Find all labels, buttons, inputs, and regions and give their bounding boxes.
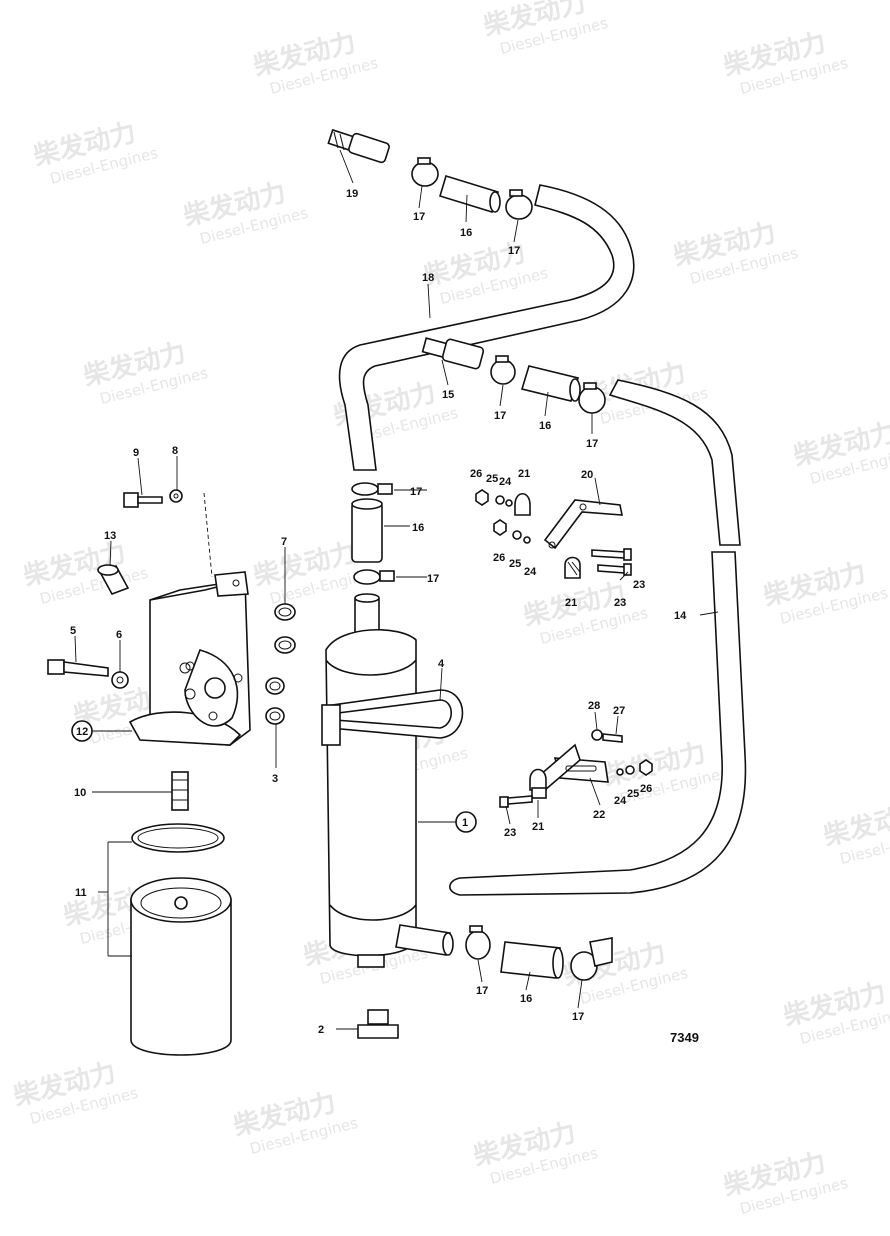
callout-circle-12: [71, 720, 93, 742]
hose-clamp-17: [570, 937, 613, 981]
callout-1: 1: [462, 817, 468, 829]
callout-17: 17: [586, 438, 598, 450]
callout-26: 26: [493, 552, 505, 564]
callout-3: 3: [272, 773, 278, 785]
drawing-number: 7349: [670, 1030, 699, 1045]
callout-24: 24: [614, 795, 627, 807]
hose-16: [500, 941, 564, 979]
outlet-pipe: [395, 924, 454, 956]
nuts-washers-24-25-26: [475, 489, 531, 544]
hose-16: [520, 365, 581, 402]
callout-2: 2: [318, 1024, 324, 1036]
callout-17: 17: [572, 1011, 584, 1023]
callout-15: 15: [442, 389, 454, 401]
callout-17: 17: [508, 245, 520, 257]
washer-6: [111, 671, 129, 689]
callout-20: 20: [581, 469, 593, 481]
parts-drawing: [47, 128, 747, 1056]
screw-9: [123, 492, 163, 508]
hose-clamp-17: [411, 157, 439, 187]
bolt-23: [499, 795, 533, 808]
hose-16: [351, 498, 383, 563]
callout-27: 27: [613, 705, 625, 717]
callout-16: 16: [520, 993, 532, 1005]
callout-16: 16: [412, 522, 424, 534]
callout-25: 25: [627, 788, 639, 800]
clip-21: [529, 768, 547, 799]
callout-19: 19: [346, 188, 358, 200]
callout-23: 23: [633, 579, 645, 591]
callout-17: 17: [427, 573, 439, 585]
bracket-20: [543, 499, 623, 550]
callout-16: 16: [539, 420, 551, 432]
nipple-10: [171, 771, 189, 811]
clamp-band-4: [321, 689, 464, 746]
hose-clamp-17: [353, 569, 395, 585]
hose-clamp-17: [490, 355, 516, 385]
callout-18: 18: [422, 272, 434, 284]
callout-17: 17: [410, 486, 422, 498]
callout-9: 9: [133, 447, 139, 459]
callout-17: 17: [494, 410, 506, 422]
callout-24: 24: [499, 476, 512, 488]
callout-10: 10: [74, 787, 86, 799]
callout-17: 17: [476, 985, 488, 997]
callout-circle-1: [455, 811, 477, 833]
hose-clamp-17: [505, 189, 533, 220]
plug-13: [97, 564, 130, 595]
nipple-15: [421, 337, 485, 370]
callout-16: 16: [460, 227, 472, 239]
nipple-19: [327, 128, 390, 164]
callout-labels: 19 17 16 17 18 15 17 16 17 17 16 17 26 2…: [70, 188, 699, 1045]
drain-plug-2: [357, 1009, 399, 1039]
callout-26: 26: [470, 468, 482, 480]
hose-clamp-17: [465, 925, 491, 960]
filter-cartridge-11: [130, 877, 232, 1056]
callout-11: 11: [75, 887, 87, 899]
hose-18: [338, 184, 635, 471]
callout-13: 13: [104, 530, 116, 542]
callout-6: 6: [116, 629, 122, 641]
callout-5: 5: [70, 625, 76, 637]
nut-washers-24-25-26: [616, 759, 653, 776]
hose-14: [449, 379, 747, 896]
callout-7: 7: [281, 536, 287, 548]
dashed-mount-line: [203, 492, 213, 578]
callout-14: 14: [674, 610, 687, 622]
sealing-rings-7-3: [265, 603, 296, 725]
callout-23: 23: [504, 827, 516, 839]
callout-21: 21: [518, 468, 530, 480]
hose-clamp-17: [351, 482, 393, 496]
filter-housing: [128, 571, 251, 746]
washer-8: [169, 489, 183, 503]
bolt-5: [47, 659, 109, 677]
bracket-22: [539, 743, 609, 792]
callout-8: 8: [172, 445, 178, 457]
callout-24: 24: [524, 566, 537, 578]
callout-28: 28: [588, 700, 600, 712]
callout-23: 23: [614, 597, 626, 609]
callout-25: 25: [509, 558, 521, 570]
leader-lines: [74, 149, 719, 1030]
callout-21: 21: [532, 821, 544, 833]
callout-12: 12: [76, 726, 88, 738]
bolts-23: [591, 548, 632, 576]
callout-4: 4: [438, 658, 445, 670]
callout-26: 26: [640, 783, 652, 795]
callout-17: 17: [413, 211, 425, 223]
clip-21: [514, 492, 581, 579]
screw-27-washer-28: [591, 729, 623, 743]
sealing-ring-11: [131, 823, 225, 853]
callout-25: 25: [486, 473, 498, 485]
callout-22: 22: [593, 809, 605, 821]
callout-21: 21: [565, 597, 577, 609]
filter-body-1: [325, 593, 417, 968]
hose-16: [439, 174, 501, 214]
